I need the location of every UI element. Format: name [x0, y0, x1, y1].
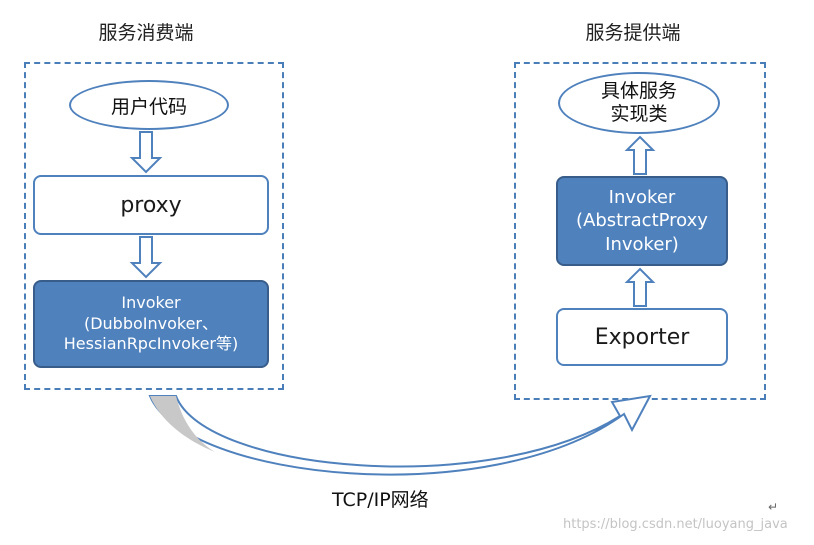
- proxy-box: proxy: [33, 175, 269, 235]
- down-arrow-icon: [129, 236, 163, 279]
- exporter-box: Exporter: [556, 308, 728, 366]
- consumer-invoker-line-1: Invoker: [121, 293, 181, 313]
- watermark: https://blog.csdn.net/luoyang_java: [563, 517, 788, 532]
- proxy-label: proxy: [120, 192, 182, 218]
- service-impl-line-1: 具体服务: [600, 80, 677, 103]
- service-impl-oval: 具体服务 实现类: [558, 72, 720, 134]
- network-label: TCP/IP网络: [332, 489, 429, 511]
- user-code-oval: 用户代码: [69, 80, 229, 130]
- consumer-title: 服务消费端: [98, 22, 194, 44]
- user-code-label: 用户代码: [110, 95, 187, 118]
- provider-title: 服务提供端: [585, 22, 681, 44]
- network-curve-arrow: [148, 394, 652, 476]
- up-arrow-icon: [624, 267, 656, 307]
- consumer-invoker-line-2: (DubboInvoker、: [83, 313, 219, 333]
- up-arrow-icon: [624, 135, 656, 175]
- consumer-invoker-box: Invoker (DubboInvoker、 HessianRpcInvoker…: [33, 280, 269, 368]
- exporter-label: Exporter: [594, 324, 690, 350]
- provider-invoker-box: Invoker (AbstractProxy Invoker): [556, 176, 728, 266]
- consumer-group: [24, 62, 284, 390]
- provider-invoker-line-1: Invoker: [608, 187, 676, 209]
- return-mark: ↵: [768, 500, 779, 514]
- service-impl-line-2: 实现类: [610, 103, 668, 125]
- down-arrow-icon: [129, 131, 163, 174]
- provider-invoker-line-3: Invoker): [605, 233, 679, 255]
- provider-invoker-line-2: (AbstractProxy: [576, 210, 708, 232]
- consumer-invoker-line-3: HessianRpcInvoker等): [63, 334, 239, 354]
